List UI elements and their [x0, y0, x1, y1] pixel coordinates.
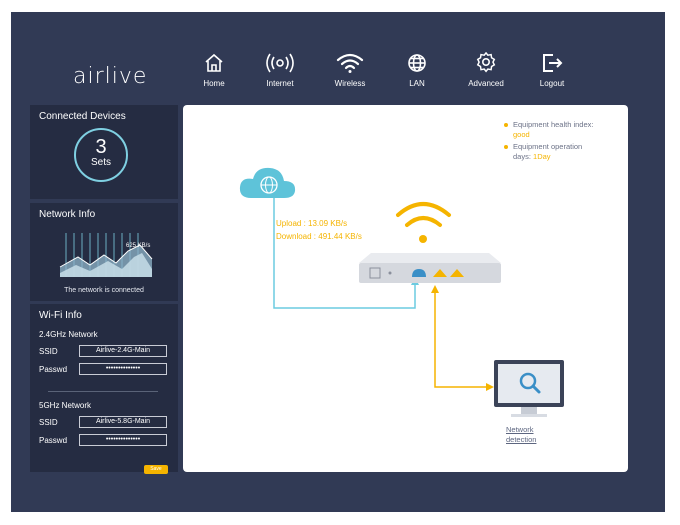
band5-title: 5GHz Network — [39, 401, 92, 410]
connected-devices-panel: Connected Devices 3 Sets — [30, 105, 178, 199]
detection-line1: Network — [506, 425, 534, 434]
router-device-icon — [359, 253, 501, 283]
device-count-ring[interactable]: 3 Sets — [74, 128, 128, 182]
nav-wireless-label: Wireless — [334, 79, 366, 88]
gear-icon — [476, 52, 496, 73]
traffic-graph — [59, 233, 153, 277]
days-label: Equipment operation — [513, 142, 583, 151]
days-bullet — [504, 145, 508, 149]
band24-password-field[interactable]: •••••••••••••• — [79, 363, 167, 375]
nav-lan[interactable]: LAN — [387, 52, 447, 88]
home-icon — [205, 53, 223, 72]
wifi-info-panel: Wi-Fi Info 2.4GHz Network SSID Airlive-2… — [30, 304, 178, 474]
network-info-title: Network Info — [39, 209, 96, 220]
broadcast-icon — [266, 53, 294, 73]
band24-ssid-label: SSID — [39, 347, 58, 356]
nav-internet[interactable]: Internet — [250, 52, 310, 88]
health-label: Equipment health index: — [513, 120, 594, 129]
band5-ssid-label: SSID — [39, 418, 58, 427]
internet-cloud-icon — [239, 167, 296, 198]
nav-home[interactable]: Home — [184, 52, 244, 88]
band24-title: 2.4GHz Network — [39, 330, 98, 339]
wifi-info-title: Wi-Fi Info — [39, 310, 82, 321]
network-detection-link[interactable]: Network detection — [506, 425, 536, 445]
airlive-logo: airlive — [73, 64, 148, 89]
download-speed: Download : 491.44 KB/s — [276, 232, 362, 241]
band-divider — [48, 391, 158, 392]
wifi-icon — [336, 53, 364, 73]
band5-password-field[interactable]: •••••••••••••• — [79, 434, 167, 446]
nav-lan-label: LAN — [409, 79, 425, 88]
health-bullet — [504, 123, 508, 127]
band5-password-label: Passwd — [39, 436, 68, 445]
router-admin-window: airlive Home Internet Wireless LAN — [11, 12, 665, 512]
operation-days: Equipment operation days: 1Day — [504, 142, 583, 162]
nav-advanced[interactable]: Advanced — [456, 52, 516, 88]
current-speed: 625 KB/s — [126, 243, 151, 249]
network-status: The network is connected — [64, 287, 144, 294]
days-value: 1Day — [533, 152, 551, 161]
nav-logout-label: Logout — [539, 79, 565, 88]
network-info-panel: Network Info 625 KB/s The network is con… — [30, 203, 178, 301]
detection-line2: detection — [506, 435, 537, 444]
save-button[interactable]: Save — [144, 465, 168, 474]
logout-icon — [543, 54, 563, 72]
band24-password-label: Passwd — [39, 365, 68, 374]
topology-diagram — [239, 167, 564, 417]
device-count: 3 — [95, 136, 107, 158]
computer-monitor-icon — [494, 360, 564, 417]
connected-devices-title: Connected Devices — [39, 111, 126, 122]
device-count-unit: Sets — [90, 157, 111, 168]
router-wifi-icon — [396, 202, 451, 243]
upload-speed: Upload : 13.09 KB/s — [276, 219, 348, 228]
nav-wireless[interactable]: Wireless — [320, 52, 380, 88]
nav-advanced-label: Advanced — [468, 79, 504, 88]
globe-icon — [408, 54, 426, 72]
band5-ssid-field[interactable]: Airlive-5.8G-Main — [79, 416, 167, 428]
nav-internet-label: Internet — [266, 79, 294, 88]
nav-logout[interactable]: Logout — [522, 52, 582, 88]
health-index: Equipment health index: good — [504, 120, 594, 140]
nav-home-label: Home — [203, 79, 225, 88]
band24-ssid-field[interactable]: Airlive-2.4G-Main — [79, 345, 167, 357]
health-value: good — [513, 130, 530, 139]
topology-area: Equipment health index: good Equipment o… — [183, 105, 628, 472]
days-label2: days: — [513, 152, 531, 161]
